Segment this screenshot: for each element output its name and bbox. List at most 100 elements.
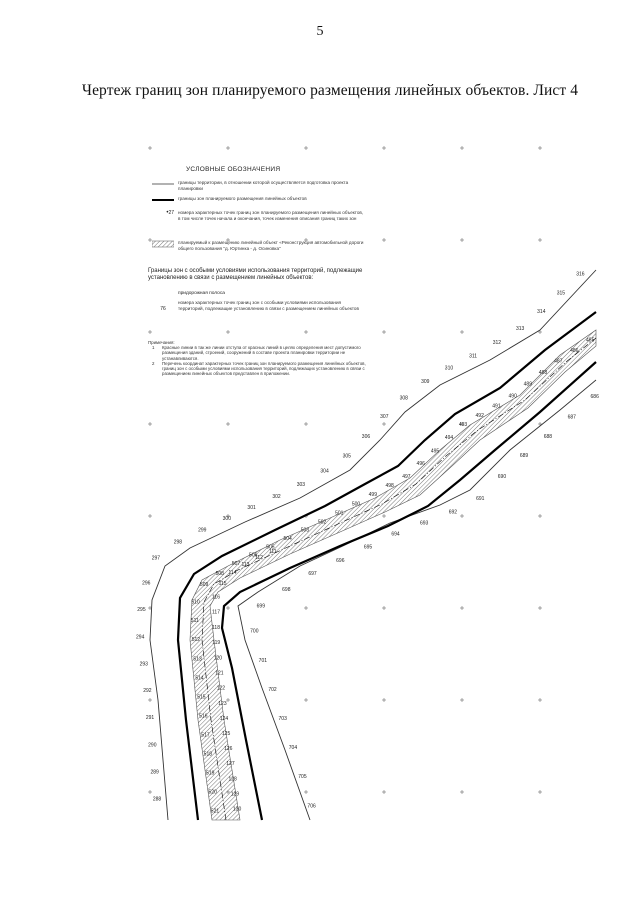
point-label: 701 <box>259 658 268 664</box>
point-label: 288 <box>153 796 162 802</box>
outer-right-point-labels: 4854864874884894904914924934944954964974… <box>191 337 595 814</box>
point-label: 499 <box>369 492 378 498</box>
grid-cross <box>538 514 542 518</box>
point-label: 295 <box>137 607 146 613</box>
grid-cross <box>148 238 152 242</box>
point-label: 291 <box>146 715 155 721</box>
point-label: 121 <box>215 670 224 676</box>
page-number: 5 <box>316 24 324 39</box>
legend-title: УСЛОВНЫЕ ОБОЗНАЧЕНИЯ <box>186 166 281 173</box>
point-label: 687 <box>568 415 577 421</box>
grid-cross <box>304 790 308 794</box>
grid-cross <box>382 422 386 426</box>
point-label: 686 <box>591 394 600 400</box>
point-label: 115 <box>219 581 227 587</box>
point-label: 112 <box>255 555 263 561</box>
inner-point-labels: 1111121131141151161171181191201211221231… <box>212 549 277 812</box>
grid-crosses <box>148 146 542 794</box>
point-label: 514 <box>195 675 204 681</box>
point-label: 490 <box>509 393 518 399</box>
point-label: 704 <box>289 745 298 751</box>
point-label: 127 <box>226 761 235 767</box>
grid-cross <box>304 238 308 242</box>
grid-cross <box>460 790 464 794</box>
point-label: 521 <box>211 808 220 814</box>
grid-cross <box>538 422 542 426</box>
thick-line-symbol <box>152 199 174 201</box>
legend-item-text: границы зон планируемого размещения лине… <box>178 196 307 201</box>
grid-cross <box>226 698 230 702</box>
point-label: 119 <box>212 640 220 646</box>
point-label: 126 <box>224 746 233 752</box>
point-label: 303 <box>297 482 306 488</box>
point-label: 120 <box>214 655 223 661</box>
point-label: 493 <box>459 422 468 428</box>
point-label: 111 <box>269 549 277 555</box>
point-label: 309 <box>421 379 430 385</box>
point-label: 703 <box>279 716 288 722</box>
grid-cross <box>538 146 542 150</box>
grid-cross <box>148 330 152 334</box>
note-item: 2 Перечень координат характерных точек г… <box>152 360 366 377</box>
point-label: 508 <box>216 571 225 577</box>
zones-subheading: придорожная полоса <box>178 291 225 296</box>
point-label: 691 <box>476 496 485 502</box>
point-label: 316 <box>576 271 585 277</box>
point-label: 516 <box>199 713 208 719</box>
grid-cross <box>148 514 152 518</box>
point-label: 125 <box>222 731 231 737</box>
legend-item-text: планируемый к размещению линейный объект… <box>178 240 364 251</box>
point-label: 515 <box>197 694 206 700</box>
point-label: 486 <box>570 348 579 354</box>
grid-cross <box>304 606 308 610</box>
point-label: 308 <box>400 395 409 401</box>
point-label: 113 <box>241 562 249 568</box>
grid-cross <box>382 698 386 702</box>
point-label: 292 <box>143 688 152 694</box>
grid-cross <box>304 146 308 150</box>
point-label: 487 <box>554 359 563 365</box>
point-label: 297 <box>152 555 161 561</box>
grid-cross <box>460 606 464 610</box>
point-label: 117 <box>212 610 220 616</box>
point-label: 314 <box>537 309 546 315</box>
point-label: 491 <box>492 404 501 410</box>
grid-cross <box>382 514 386 518</box>
point-label: 689 <box>520 453 529 459</box>
grid-cross <box>460 422 464 426</box>
grid-cross <box>460 146 464 150</box>
grid-cross <box>538 790 542 794</box>
point-label: 513 <box>193 656 202 662</box>
grid-cross <box>148 698 152 702</box>
grid-cross <box>226 606 230 610</box>
road-band-symbol <box>152 240 174 248</box>
grid-cross <box>226 330 230 334</box>
point-label: 517 <box>201 732 210 738</box>
point-label: 313 <box>516 326 525 332</box>
point-label: 310 <box>445 366 454 372</box>
point-label: 520 <box>208 789 217 795</box>
point-label: 494 <box>445 435 454 441</box>
point-label: 489 <box>524 382 533 388</box>
thin-line-symbol <box>152 183 174 185</box>
grid-cross <box>460 238 464 242</box>
legend-item-text: границы территории, в отношении которой … <box>178 180 349 191</box>
notes: Примечания: 1 Красные линии в так же лин… <box>148 340 366 376</box>
point-label: 698 <box>282 587 291 593</box>
point-label: 300 <box>223 516 232 522</box>
point-label: 510 <box>191 599 200 605</box>
grid-cross <box>460 330 464 334</box>
point-label: 506 <box>249 553 258 559</box>
grid-cross <box>382 606 386 610</box>
point-label: 122 <box>217 686 226 692</box>
point-label: 485 <box>586 337 595 343</box>
grid-cross <box>304 422 308 426</box>
point-label: 699 <box>257 604 266 610</box>
grid-cross <box>226 422 230 426</box>
point-label: 512 <box>192 637 201 643</box>
point-label: 298 <box>174 540 183 546</box>
zone-boundary-left <box>176 311 597 821</box>
point-label: 315 <box>557 290 566 296</box>
point-number-symbol: •27 <box>166 210 174 216</box>
point-label: 294 <box>136 634 145 640</box>
